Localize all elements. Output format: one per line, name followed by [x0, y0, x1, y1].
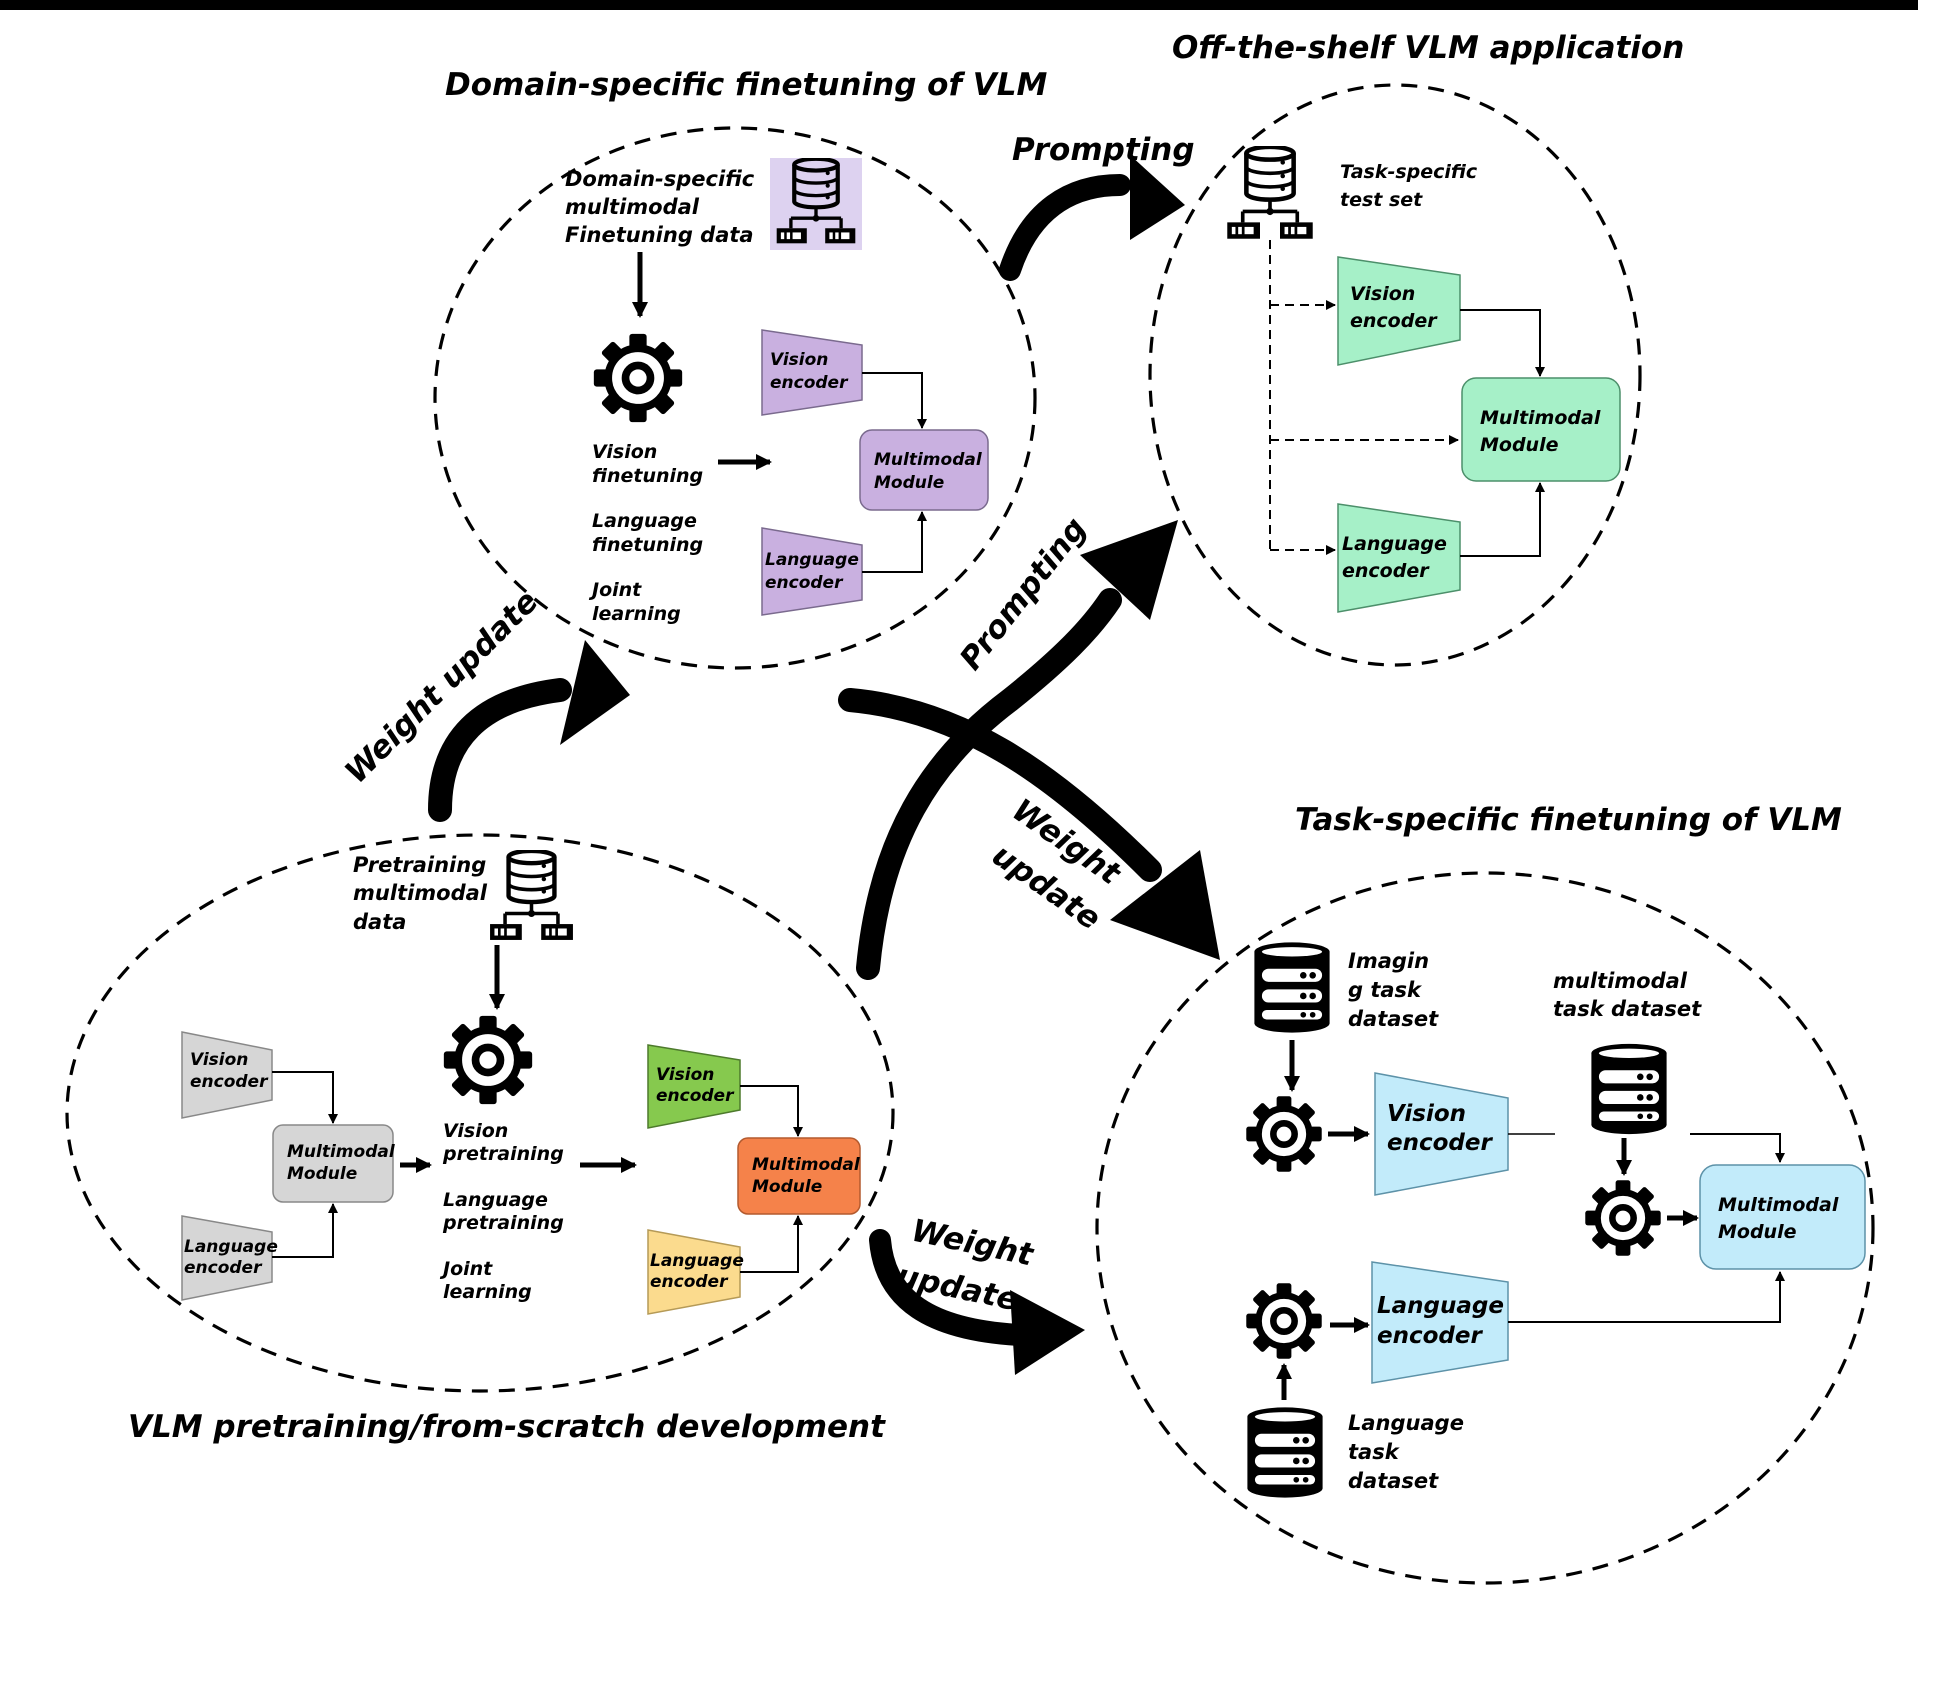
vision-encoder-block	[1374, 1072, 1509, 1196]
database-icon	[490, 851, 573, 940]
vision-encoder-block	[761, 329, 863, 416]
language-encoder-block	[1337, 503, 1461, 613]
gear-icon	[444, 1016, 532, 1104]
domain-cluster: Domain-specific finetuning of VLM Domain…	[433, 67, 1048, 670]
vision-encoder-label: Vision encoder	[1387, 1101, 1493, 1156]
multimodal-module-block	[859, 429, 989, 511]
database-icon	[1247, 1407, 1323, 1498]
pretrain-dashed-ellipse	[65, 833, 895, 1393]
offshelf-data-label: Task-specific test set	[1340, 161, 1484, 211]
gear-icon	[1585, 1180, 1660, 1255]
vision-encoder-block	[647, 1044, 741, 1129]
language-encoder-block	[647, 1229, 741, 1315]
database-icon	[1227, 147, 1312, 239]
task-title: Task-specific finetuning of VLM	[1295, 802, 1842, 838]
offshelf-title: Off-the-shelf VLM application	[1172, 30, 1684, 66]
gray-multimodal-module-block	[272, 1124, 394, 1203]
pretrain-cluster: VLM pretraining/from-scratch development…	[65, 833, 895, 1445]
vision-encoder-label: Vision encoder	[770, 350, 849, 393]
multimodal-module-label: Multimodal Module	[1480, 407, 1607, 456]
task-multimodal-label: multimodal task dataset	[1553, 969, 1702, 1021]
database-icon	[1254, 942, 1330, 1033]
multimodal-module-label: Multimodal Module	[1718, 1194, 1845, 1243]
offshelf-dashed-ellipse	[1148, 83, 1642, 667]
vision-encoder-label: Vision encoder	[656, 1065, 735, 1106]
language-encoder-block	[1371, 1261, 1509, 1384]
task-cluster: Task-specific finetuning of VLM Imagin g…	[1095, 802, 1875, 1585]
domain-dashed-ellipse	[433, 126, 1037, 670]
multimodal-module-block	[1699, 1164, 1866, 1270]
gear-icon	[1246, 1283, 1321, 1358]
vision-encoder-label: Vision encoder	[1350, 283, 1438, 332]
task-language-label: Language task dataset	[1348, 1411, 1471, 1493]
domain-title: Domain-specific finetuning of VLM	[445, 67, 1048, 103]
pretrain-title: VLM pretraining/from-scratch development	[128, 1409, 886, 1445]
language-encoder-label: Language encoder	[765, 550, 865, 593]
offshelf-cluster: Off-the-shelf VLM application Task-speci…	[1148, 30, 1684, 667]
task-imaging-label: Imagin g task dataset	[1348, 949, 1439, 1031]
language-encoder-block	[761, 527, 863, 616]
task-dashed-ellipse	[1095, 871, 1875, 1585]
gray-language-encoder-label: Language encoder	[184, 1237, 284, 1278]
multimodal-module-block	[1461, 377, 1621, 482]
domain-steps: Vision finetuning Language finetuning Jo…	[588, 441, 710, 625]
gray-vision-encoder-label: Vision encoder	[190, 1050, 269, 1092]
domain-data-label: Domain-specific multimodal Finetuning da…	[565, 167, 762, 247]
top-rule	[0, 0, 1918, 10]
gray-language-encoder-block	[181, 1215, 273, 1301]
database-icon	[1591, 1043, 1667, 1135]
big-arrows	[428, 155, 1220, 1375]
multimodal-module-label: Multimodal Module	[874, 450, 988, 493]
vision-encoder-block	[1337, 256, 1461, 366]
language-encoder-label: Language encoder	[1377, 1293, 1512, 1349]
prompting-top-label: Prompting	[1012, 132, 1195, 168]
gray-vision-encoder-block	[181, 1031, 273, 1119]
multimodal-module-block	[737, 1137, 861, 1215]
gear-icon	[1246, 1096, 1321, 1171]
language-encoder-label: Language encoder	[1342, 533, 1454, 582]
pretrain-data-label: Pretraining multimodal data	[353, 853, 494, 934]
gray-multimodal-module-label: Multimodal Module	[287, 1142, 401, 1184]
pretrain-steps: Vision pretraining Language pretraining …	[439, 1120, 570, 1303]
language-encoder-label: Language encoder	[650, 1251, 750, 1292]
multimodal-module-label: Multimodal Module	[752, 1155, 866, 1197]
gear-icon	[594, 334, 682, 422]
